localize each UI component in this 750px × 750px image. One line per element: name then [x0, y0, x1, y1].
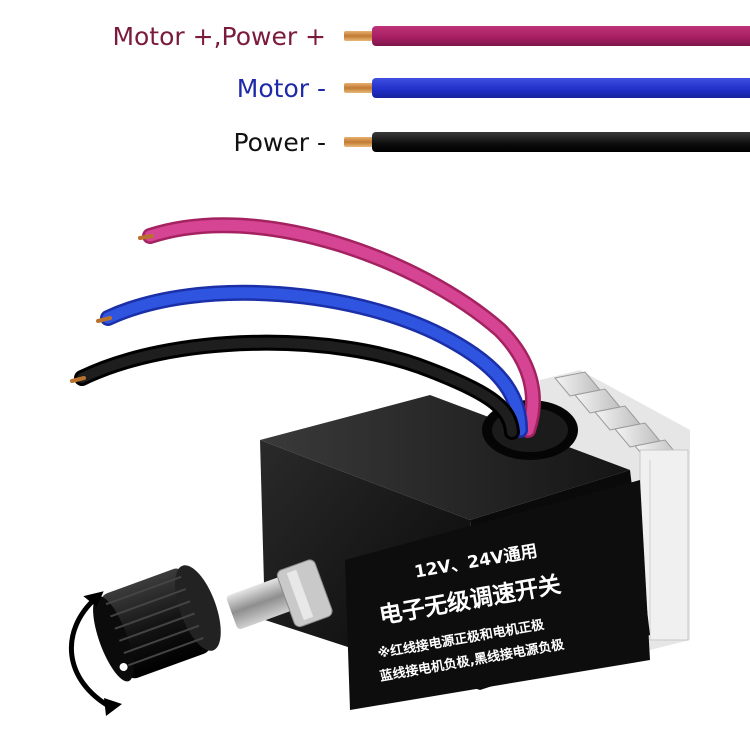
rotation-arrow-icon: [68, 591, 122, 716]
controller-box-top: [260, 395, 630, 520]
wire-blue: [372, 78, 750, 98]
legend-label-motor-power-plus: Motor +,Power +: [112, 22, 326, 51]
copper-tip: [344, 83, 374, 93]
copper-ends: [70, 234, 154, 383]
wire-black: [372, 132, 750, 152]
copper-tip: [344, 137, 374, 147]
legend-row-power-minus: Power -: [0, 124, 750, 164]
legend-label-power-minus: Power -: [233, 128, 326, 157]
legend-row-motor-minus: Motor -: [0, 70, 750, 110]
wire-red: [142, 217, 541, 438]
wire-red: [372, 26, 750, 46]
speed-knob[interactable]: [85, 560, 230, 686]
potentiometer-shaft: [226, 559, 333, 630]
legend-row-motor-power-plus: Motor +,Power +: [0, 18, 750, 58]
copper-tip: [344, 31, 374, 41]
legend-label-motor-minus: Motor -: [236, 74, 326, 103]
wire-bundle: [74, 217, 541, 440]
